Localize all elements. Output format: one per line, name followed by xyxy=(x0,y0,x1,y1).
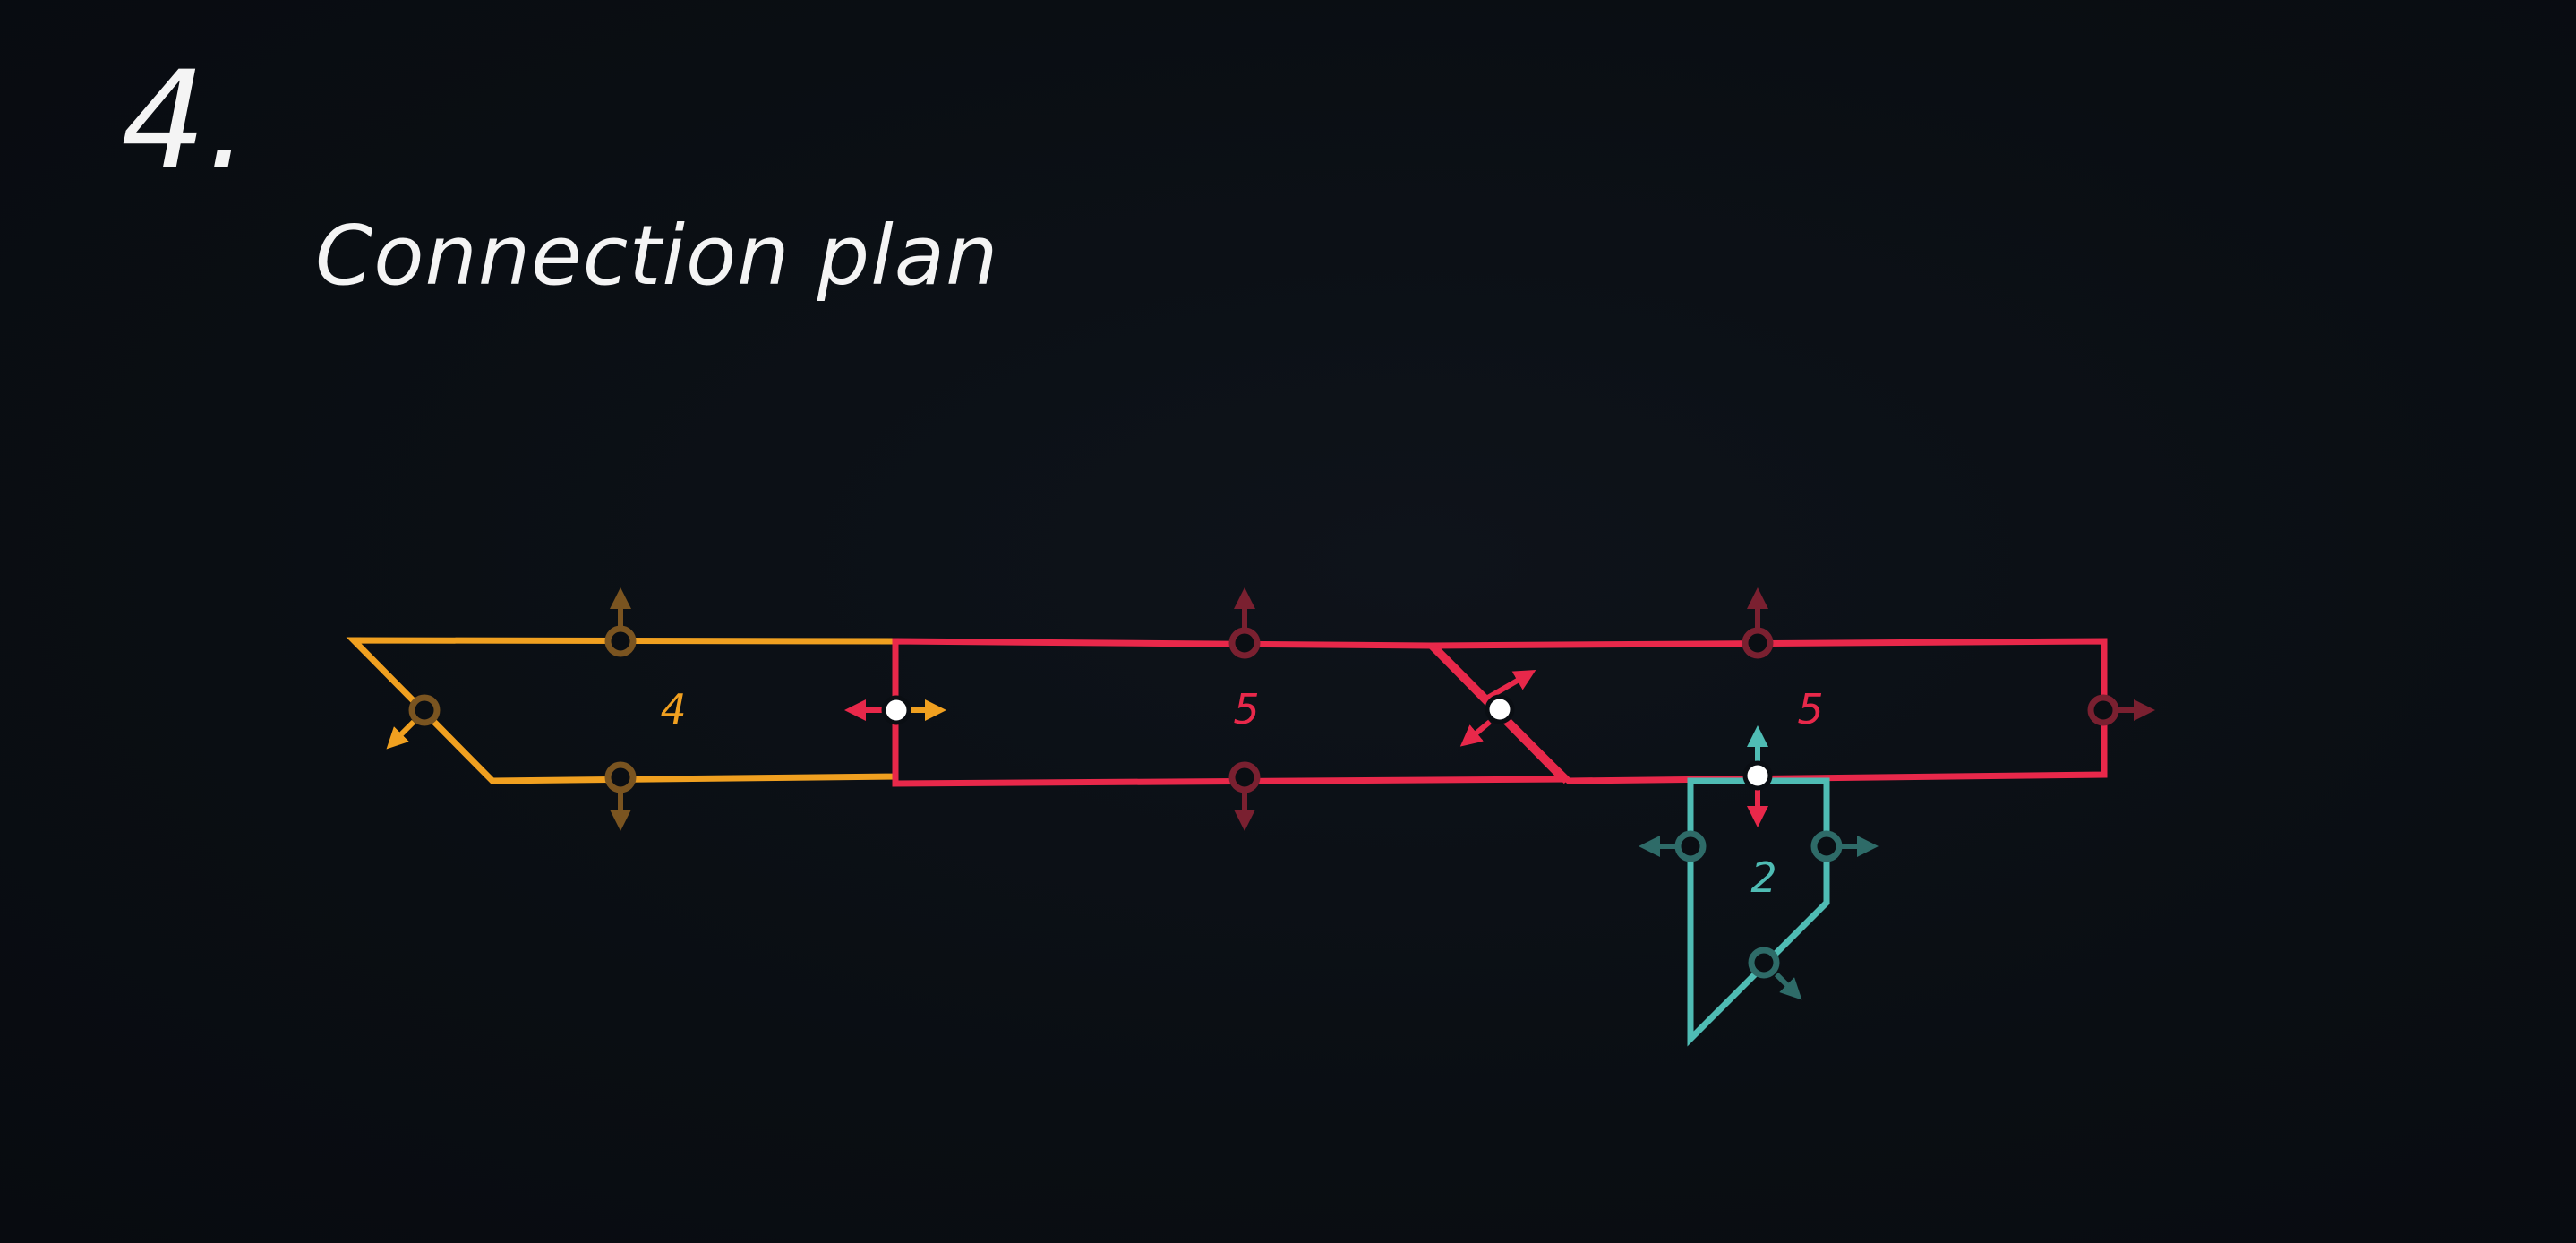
connector-2-right[interactable] xyxy=(1810,830,1879,862)
piece-2-outline[interactable] xyxy=(1687,777,1830,1047)
piece-5-left-outline[interactable] xyxy=(892,638,1570,787)
joint-5-right-to-2[interactable] xyxy=(1742,725,1773,827)
piece-label-2: 2 xyxy=(1750,853,1776,902)
connector-4-diagonal[interactable] xyxy=(386,694,441,750)
connector-2-diagonal[interactable] xyxy=(1748,947,1802,1000)
connector-4-top[interactable] xyxy=(604,587,637,657)
connector-5-left-top[interactable] xyxy=(1228,587,1261,659)
connector-5-left-bottom[interactable] xyxy=(1228,761,1261,831)
connector-5-right-end[interactable] xyxy=(2087,694,2155,726)
piece-label-5-right: 5 xyxy=(1797,685,1823,733)
piece-label-5-left: 5 xyxy=(1233,685,1259,733)
piece-label-4: 4 xyxy=(660,685,686,733)
joint-5-left-to-5-right[interactable] xyxy=(1459,669,1536,747)
piece-5-right-outline[interactable] xyxy=(1423,638,2108,784)
joint-4-to-5-left[interactable] xyxy=(844,695,946,725)
connector-5-right-top[interactable] xyxy=(1742,587,1774,659)
page-title: Connection plan xyxy=(315,208,999,304)
connector-4-bottom[interactable] xyxy=(604,761,637,831)
connector-2-left[interactable] xyxy=(1639,830,1707,862)
step-number: 4. xyxy=(121,43,250,199)
